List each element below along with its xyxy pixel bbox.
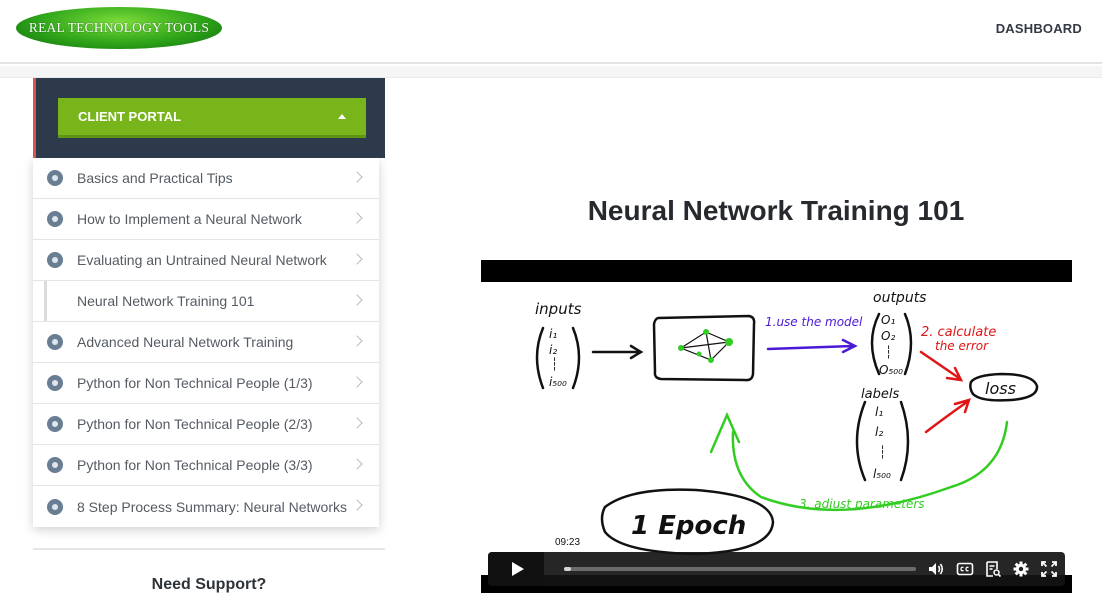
video-frame[interactable]: inputs i₁ i₂ ┆ i₅₀₀ outputs O₁ O₂ ┆ O₅₀₀…: [481, 282, 1072, 575]
play-button[interactable]: [488, 552, 544, 586]
fullscreen-icon[interactable]: [1040, 560, 1058, 578]
portal-header: CLIENT PORTAL: [33, 78, 385, 158]
time-tooltip: 09:23: [552, 536, 584, 549]
wb-o2: O₂: [881, 329, 895, 343]
lesson-bullet-icon: [47, 211, 63, 227]
arrow-use-model: [766, 338, 858, 354]
lesson-item[interactable]: Advanced Neural Network Training: [33, 322, 379, 363]
nav-dashboard-link[interactable]: DASHBOARD: [995, 21, 1082, 36]
lesson-bullet-icon: [47, 170, 63, 186]
wb-dots-inputs: ┆: [551, 357, 558, 371]
lesson-item-label: Advanced Neural Network Training: [77, 334, 294, 350]
lesson-bullet-icon: [47, 252, 63, 268]
wb-step1-label: 1.use the model: [765, 315, 863, 329]
epoch-ellipse: [600, 488, 775, 556]
chevron-right-icon: [351, 335, 363, 347]
lesson-item-label: How to Implement a Neural Network: [77, 211, 302, 227]
wb-l2: l₂: [875, 425, 883, 439]
lesson-bullet-icon: [47, 334, 63, 350]
output-bracket-left: [870, 312, 881, 376]
logo-text: REAL TECHNOLOGY TOOLS: [28, 20, 210, 35]
model-box: [652, 314, 756, 382]
arrow-to-model: [591, 344, 644, 360]
chevron-right-icon: [351, 458, 363, 470]
client-portal-label: CLIENT PORTAL: [78, 109, 182, 124]
wb-epoch-label: 1 Epoch: [631, 511, 746, 541]
lesson-item[interactable]: Evaluating an Untrained Neural Network: [33, 240, 379, 281]
wb-l1: l₁: [875, 405, 883, 419]
wb-outputs-label: outputs: [873, 290, 926, 306]
output-bracket-right: [903, 312, 913, 376]
chevron-right-icon: [351, 499, 363, 511]
lesson-item-label: Basics and Practical Tips: [77, 170, 233, 186]
lesson-item-label: Python for Non Technical People (2/3): [77, 416, 313, 432]
caret-up-icon: [338, 114, 346, 119]
wb-step3-label: 3. adjust parameters: [799, 497, 925, 511]
wb-i1: i₁: [549, 327, 557, 341]
lesson-bullet-icon: [47, 457, 63, 473]
wb-i2: i₂: [549, 343, 557, 357]
arrow-adjust-parameters: [709, 411, 1009, 512]
wb-inputs-label: inputs: [535, 300, 582, 318]
lesson-item[interactable]: Python for Non Technical People (1/3): [33, 363, 379, 404]
wb-step2a-label: 2. calculate: [921, 325, 996, 340]
wb-l500: l₅₀₀: [873, 467, 891, 481]
support-box: Need Support?: [33, 548, 385, 600]
whiteboard-drawing: inputs i₁ i₂ ┆ i₅₀₀ outputs O₁ O₂ ┆ O₅₀₀…: [535, 290, 1039, 556]
wb-i500: i₅₀₀: [549, 375, 567, 389]
lesson-item[interactable]: Basics and Practical Tips: [33, 158, 379, 199]
chevron-right-icon: [351, 294, 363, 306]
loss-ellipse: [969, 372, 1039, 402]
chevron-right-icon: [351, 253, 363, 265]
lesson-item-label: 8 Step Process Summary: Neural Networks: [77, 498, 347, 515]
video-player[interactable]: inputs i₁ i₂ ┆ i₅₀₀ outputs O₁ O₂ ┆ O₅₀₀…: [481, 260, 1072, 593]
chevron-right-icon: [351, 417, 363, 429]
captions-icon[interactable]: [956, 560, 974, 578]
wb-dots-labels: ┆: [879, 445, 886, 459]
lesson-item[interactable]: Python for Non Technical People (3/3): [33, 445, 379, 486]
wb-step2b-label: the error: [935, 339, 989, 353]
lesson-bullet-icon: [47, 416, 63, 432]
wb-o1: O₁: [881, 313, 895, 327]
wb-o500: O₅₀₀: [879, 363, 903, 377]
transcript-icon[interactable]: [984, 560, 1002, 578]
lesson-item-label: Neural Network Training 101: [77, 293, 255, 309]
lesson-bullet-icon: [47, 375, 63, 391]
input-bracket-right: [571, 326, 581, 390]
site-logo[interactable]: REAL TECHNOLOGY TOOLS: [16, 7, 222, 49]
lesson-item[interactable]: Python for Non Technical People (2/3): [33, 404, 379, 445]
page-title: Neural Network Training 101: [587, 195, 965, 226]
labels-bracket-right: [899, 400, 910, 482]
progress-fill: [564, 567, 572, 571]
progress-bar[interactable]: [564, 567, 916, 571]
wb-labels-label: labels: [861, 387, 899, 402]
lesson-item-label: Python for Non Technical People (1/3): [77, 375, 313, 391]
wb-loss-label: loss: [985, 379, 1016, 398]
lesson-item-label: Python for Non Technical People (3/3): [77, 457, 313, 473]
wb-dots-outputs: ┆: [885, 345, 892, 359]
model-network: [678, 329, 733, 363]
chevron-right-icon: [351, 212, 363, 224]
volume-icon[interactable]: [927, 560, 945, 578]
lesson-bullet-icon: [47, 498, 63, 515]
support-title: Need Support?: [151, 576, 267, 593]
arrow-labels-to-loss: [924, 398, 971, 434]
lesson-item[interactable]: Neural Network Training 101: [33, 281, 379, 322]
lesson-item[interactable]: 8 Step Process Summary: Neural Networks: [33, 486, 379, 527]
client-portal-button[interactable]: CLIENT PORTAL: [58, 98, 366, 138]
labels-bracket-left: [855, 400, 867, 482]
settings-gear-icon[interactable]: [1012, 560, 1030, 578]
arrow-outputs-to-loss: [919, 350, 964, 382]
top-navbar: REAL TECHNOLOGY TOOLS DASHBOARD: [0, 0, 1102, 64]
lesson-item[interactable]: How to Implement a Neural Network: [33, 199, 379, 240]
lesson-item-label: Evaluating an Untrained Neural Network: [77, 252, 327, 268]
video-controls: 09:23: [488, 536, 1065, 586]
input-bracket-left: [535, 326, 545, 390]
header-divider: [0, 66, 1102, 78]
chevron-right-icon: [351, 376, 363, 388]
chevron-right-icon: [351, 171, 363, 183]
